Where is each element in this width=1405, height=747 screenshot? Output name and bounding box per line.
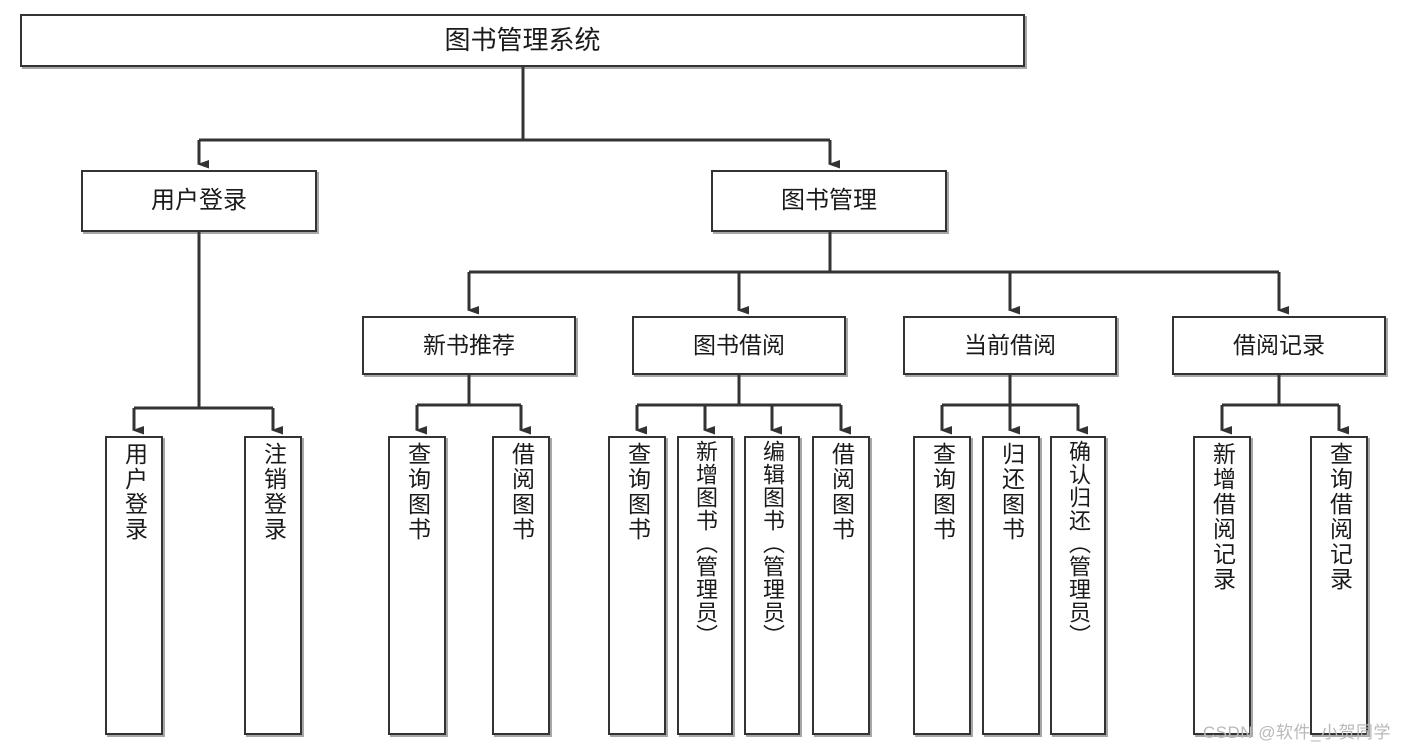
node-label: 当前借阅	[964, 331, 1056, 358]
node-new-book-recommend[interactable]: 新书推荐	[362, 316, 576, 375]
node-leaf-query-book-1[interactable]: 查询图书	[388, 436, 446, 735]
node-leaf-confirm-return[interactable]: 确认归还（管理员）	[1050, 436, 1106, 735]
node-current-borrow[interactable]: 当前借阅	[903, 316, 1117, 375]
node-leaf-logout[interactable]: 注销登录	[244, 436, 302, 735]
node-label: 归还图书	[998, 442, 1025, 542]
node-leaf-return-book[interactable]: 归还图书	[982, 436, 1040, 735]
node-label: 用户登录	[121, 442, 148, 542]
node-label: 查询图书	[404, 442, 431, 542]
node-leaf-query-book-3[interactable]: 查询图书	[913, 436, 971, 735]
node-leaf-add-record[interactable]: 新增借阅记录	[1193, 436, 1251, 735]
node-leaf-query-book-2[interactable]: 查询图书	[608, 436, 666, 735]
node-leaf-borrow-book-2[interactable]: 借阅图书	[812, 436, 870, 735]
node-label: 查询图书	[929, 442, 956, 542]
node-label: 借阅记录	[1233, 331, 1325, 358]
node-label: 借阅图书	[828, 442, 855, 542]
csdn-watermark: CSDN @软件_小贺同学	[1202, 723, 1391, 742]
node-label: 注销登录	[260, 442, 287, 542]
node-leaf-borrow-book-1[interactable]: 借阅图书	[492, 436, 550, 735]
node-label: 用户登录	[151, 186, 247, 214]
node-label: 新增图书（管理员）	[693, 440, 718, 647]
node-label: 新书推荐	[423, 331, 515, 358]
node-leaf-edit-book[interactable]: 编辑图书（管理员）	[744, 436, 800, 735]
node-leaf-user-login[interactable]: 用户登录	[105, 436, 163, 735]
node-label: 查询图书	[624, 442, 651, 542]
node-label: 确认归还（管理员）	[1066, 440, 1091, 647]
node-label: 新增借阅记录	[1209, 442, 1236, 592]
node-label: 查询借阅记录	[1326, 442, 1353, 592]
node-label: 图书管理系统	[444, 25, 601, 56]
node-root-system[interactable]: 图书管理系统	[20, 14, 1025, 67]
node-label: 编辑图书（管理员）	[760, 440, 785, 647]
node-leaf-query-record[interactable]: 查询借阅记录	[1310, 436, 1368, 735]
node-borrow-record[interactable]: 借阅记录	[1172, 316, 1386, 375]
node-user-login[interactable]: 用户登录	[81, 170, 317, 232]
node-book-management[interactable]: 图书管理	[711, 170, 947, 232]
node-label: 借阅图书	[508, 442, 535, 542]
node-label: 图书管理	[781, 186, 877, 214]
node-label: 图书借阅	[693, 331, 785, 358]
node-book-borrow[interactable]: 图书借阅	[632, 316, 846, 375]
node-leaf-add-book[interactable]: 新增图书（管理员）	[677, 436, 733, 735]
